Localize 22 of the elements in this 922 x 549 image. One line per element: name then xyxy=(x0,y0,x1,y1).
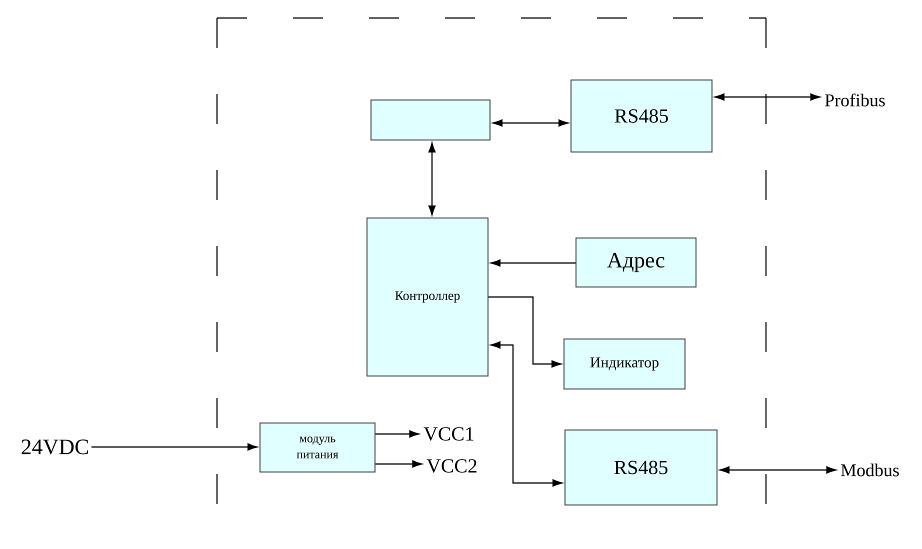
terminal-label: VCC1 xyxy=(424,427,474,441)
block-box: Контроллер xyxy=(366,218,488,376)
arrow xyxy=(492,119,568,127)
arrow xyxy=(490,259,576,267)
arrow xyxy=(428,142,436,216)
terminal-label: Modbus xyxy=(841,464,899,476)
block-box: Адрес xyxy=(576,238,696,288)
arrow xyxy=(720,466,836,474)
arrow xyxy=(714,93,820,101)
block-box: Индикатор xyxy=(564,338,686,390)
arrow xyxy=(488,296,562,368)
block-box: RS485 xyxy=(570,80,712,152)
terminal-label: VCC2 xyxy=(426,459,476,473)
arrow xyxy=(376,430,420,438)
arrow xyxy=(490,341,562,487)
block-box xyxy=(370,100,490,140)
terminal-label: 24VDC xyxy=(22,440,88,454)
block-box: RS485 xyxy=(564,430,718,506)
terminal-label: Profibus xyxy=(825,94,885,106)
block-box: модуль питания xyxy=(260,422,376,472)
arrow xyxy=(376,460,422,468)
arrow xyxy=(91,443,258,451)
